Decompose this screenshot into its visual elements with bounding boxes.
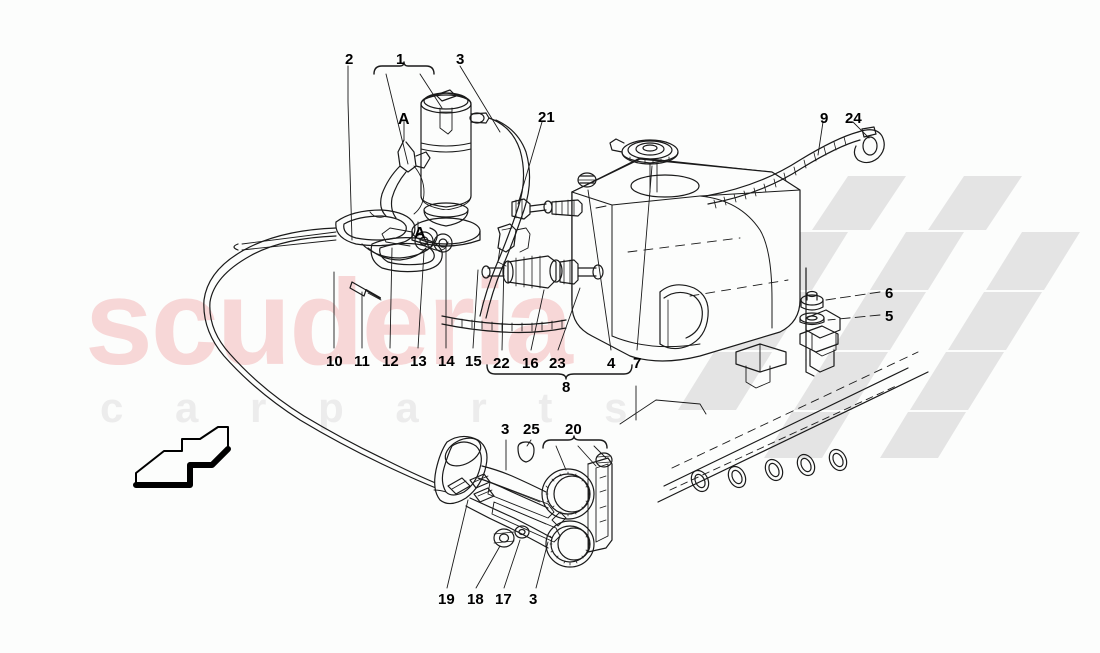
horn-bracket [487, 481, 561, 543]
callout-23[interactable]: 23 [549, 355, 566, 372]
section-mark-a-bottom: A [414, 225, 426, 242]
callout-22[interactable]: 22 [493, 355, 510, 372]
callout-9[interactable]: 9 [820, 110, 829, 127]
tank-splash-guard [659, 284, 709, 350]
callout-3-top[interactable]: 3 [456, 51, 465, 68]
hose-unions [497, 198, 583, 267]
chassis-rail [619, 351, 929, 503]
callout-21[interactable]: 21 [538, 109, 555, 126]
watermark-subtext: c a r p a r t s [100, 384, 648, 431]
compressor-mount-bracket [233, 209, 453, 273]
callout-1[interactable]: 1 [396, 51, 405, 68]
leader-lines [333, 65, 881, 589]
callout-2[interactable]: 2 [345, 51, 354, 68]
callout-3-mid[interactable]: 3 [501, 421, 510, 438]
air-compressor-unit [381, 89, 490, 247]
section-mark-a-top: A [398, 111, 410, 128]
callout-6[interactable]: 6 [885, 285, 894, 302]
horn-fasteners [493, 525, 530, 548]
tank-grommet [577, 172, 597, 188]
direction-arrow [133, 426, 231, 488]
callout-17[interactable]: 17 [495, 591, 512, 608]
callout-14[interactable]: 14 [438, 353, 455, 370]
horn-assembly [433, 435, 613, 568]
callout-5[interactable]: 5 [885, 308, 894, 325]
callout-20[interactable]: 20 [565, 421, 582, 438]
callout-11[interactable]: 11 [354, 353, 370, 370]
callout-brackets [373, 61, 633, 449]
callout-4[interactable]: 4 [607, 355, 616, 372]
mount-screw [349, 281, 382, 301]
horn-connector-25 [517, 441, 535, 463]
horn-disc-pair [541, 452, 613, 568]
callout-13[interactable]: 13 [410, 353, 427, 370]
pressure-switch [481, 255, 604, 289]
callout-3-bottom[interactable]: 3 [529, 591, 538, 608]
callout-16[interactable]: 16 [522, 355, 539, 372]
callout-15[interactable]: 15 [465, 353, 482, 370]
air-hose [203, 117, 531, 493]
callout-19[interactable]: 19 [438, 591, 455, 608]
callout-24[interactable]: 24 [845, 110, 862, 127]
callout-12[interactable]: 12 [382, 353, 399, 370]
washer-fluid-tank [571, 138, 841, 389]
callout-8[interactable]: 8 [562, 379, 571, 396]
callout-25[interactable]: 25 [523, 421, 540, 438]
callout-10[interactable]: 10 [326, 353, 343, 370]
callout-7[interactable]: 7 [633, 355, 642, 372]
callout-18[interactable]: 18 [467, 591, 484, 608]
ribbed-hose [441, 315, 567, 334]
tank-mount-hardware [799, 267, 839, 377]
ground-strap [705, 126, 885, 209]
wiring-harness [369, 121, 431, 219]
